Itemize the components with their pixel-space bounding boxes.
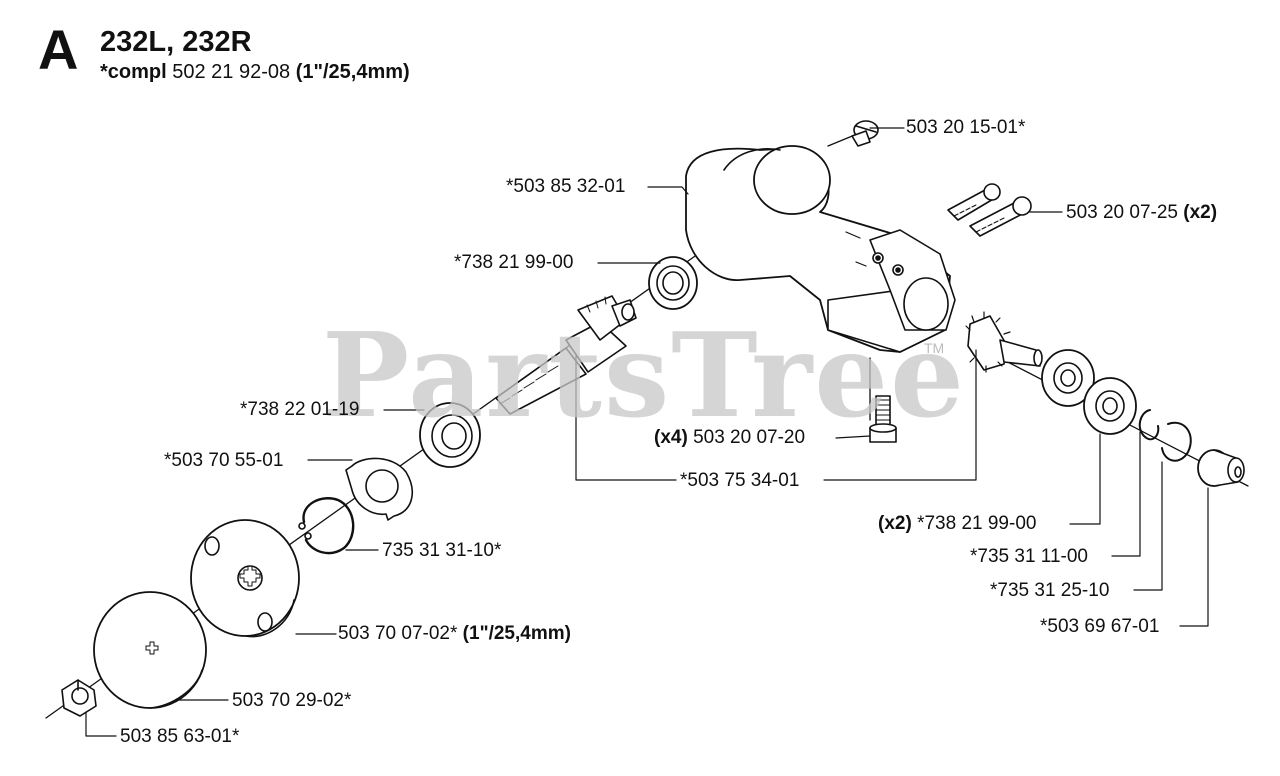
bottom-screws-number: 503 20 07-20 — [693, 427, 806, 448]
part-label-retainer[interactable]: *503 70 55-01 — [164, 450, 284, 471]
retainer-washer-part — [345, 457, 414, 521]
part-label-snap-ring-b[interactable]: *735 31 25-10 — [990, 580, 1110, 601]
lower-bearings-part — [1041, 349, 1137, 435]
part-label-upper-bearing[interactable]: *738 21 99-00 — [454, 252, 574, 273]
clamp-screws-qty: (x2) — [1183, 202, 1218, 223]
support-cup-part — [93, 591, 207, 709]
part-label-gear-set[interactable]: *503 75 34-01 — [680, 470, 800, 491]
clamp-screws-number: 503 20 07-25 — [1066, 202, 1178, 223]
pinion-gear-part — [965, 311, 1043, 373]
part-label-lower-bearings[interactable]: (x2) *738 21 99-00 — [878, 514, 1036, 533]
model-title: 232L, 232R — [100, 26, 252, 58]
drive-disc-size: (1"/25,4mm) — [462, 623, 571, 644]
compl-size: (1"/25,4mm) — [295, 61, 410, 83]
part-label-snap-ring-a[interactable]: *735 31 11-00 — [970, 546, 1088, 567]
drive-disc-part — [190, 519, 300, 638]
clamp-screws-part — [947, 183, 1032, 237]
leader-lines — [85, 127, 1209, 737]
part-label-clamp-screws[interactable]: 503 20 07-25 (x2) — [1066, 203, 1217, 222]
part-label-support-cup[interactable]: 503 70 29-02* — [232, 690, 352, 711]
lower-bearings-qty: (x2) — [878, 513, 912, 534]
drive-disc-number: 503 70 07-02* — [338, 623, 458, 644]
part-label-circlip[interactable]: 735 31 31-10* — [382, 540, 502, 561]
part-label-seal[interactable]: *738 22 01-19 — [240, 399, 360, 420]
part-label-housing[interactable]: *503 85 32-01 — [506, 176, 626, 197]
complete-assembly-line: *compl 502 21 92-08 (1"/25,4mm) — [100, 62, 410, 82]
lower-bearings-number: *738 21 99-00 — [917, 513, 1037, 534]
gear-housing-part — [685, 145, 956, 353]
compl-label: *compl — [100, 61, 167, 83]
watermark: PartsTree — [322, 308, 966, 444]
part-label-nut[interactable]: 503 85 63-01* — [120, 726, 240, 747]
part-label-end-cap[interactable]: *503 69 67-01 — [1040, 616, 1160, 637]
seal-part — [419, 402, 481, 468]
bottom-screws-qty: (x4) — [654, 427, 688, 448]
upper-bearing-part — [648, 256, 698, 310]
end-cap-part — [1197, 449, 1245, 487]
circlip-part — [298, 497, 355, 555]
part-label-bottom-screws[interactable]: (x4) 503 20 07-20 — [654, 428, 805, 447]
gear-shaft-part — [495, 295, 637, 415]
watermark-tm: TM — [924, 340, 945, 356]
nut-part — [61, 679, 97, 717]
part-label-top-screw[interactable]: 503 20 15-01* — [906, 117, 1026, 138]
section-letter: A — [38, 18, 79, 81]
bottom-screw-part — [869, 395, 897, 443]
part-label-drive-disc[interactable]: 503 70 07-02* (1"/25,4mm) — [338, 624, 571, 643]
top-screw-part — [851, 120, 879, 147]
snap-rings-part — [1138, 409, 1192, 462]
compl-part-number: 502 21 92-08 — [172, 61, 291, 83]
